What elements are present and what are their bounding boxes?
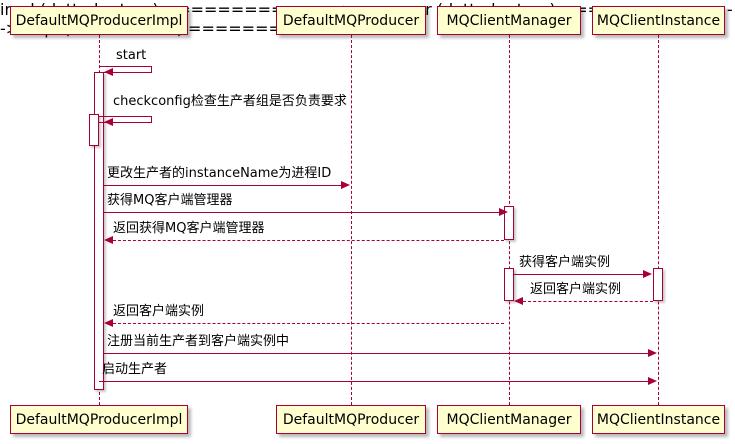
message-7-label: 返回客户端实例 <box>113 304 205 319</box>
participant-label: DefaultMQProducer <box>282 411 420 428</box>
message-3-label: 获得MQ客户端管理器 <box>107 193 233 208</box>
message-6-line <box>523 301 653 302</box>
message-2-arrowhead <box>341 180 350 189</box>
message-8-label: 注册当前生产者到客户端实例中 <box>107 334 290 349</box>
message-2-label: 更改生产者的instanceName为进程ID <box>107 166 332 181</box>
message-3-line <box>104 212 500 213</box>
activation-bar-instance-1 <box>653 268 663 301</box>
message-5-line <box>514 274 644 275</box>
message-5-arrowhead <box>643 269 652 278</box>
participant-box-bottom-impl[interactable]: DefaultMQProducerImpl <box>10 405 188 434</box>
message-1-arrowhead <box>104 117 113 126</box>
participant-box-top-instance[interactable]: MQClientInstance <box>592 6 725 35</box>
message-0-label: start <box>116 48 147 63</box>
participant-label: MQClientInstance <box>596 411 721 428</box>
message-0-self-loop <box>99 66 152 74</box>
lifeline-producer <box>351 35 352 405</box>
participant-label: DefaultMQProducerImpl <box>15 12 183 29</box>
message-7-line <box>113 323 504 324</box>
participant-label: MQClientInstance <box>596 12 721 29</box>
participant-box-top-manager[interactable]: MQClientManager <box>437 6 581 35</box>
message-9-arrowhead <box>648 376 657 385</box>
message-4-arrowhead <box>104 235 113 244</box>
message-9-line <box>99 381 649 382</box>
message-9-label: 启动生产者 <box>102 362 168 377</box>
participant-box-bottom-producer[interactable]: DefaultMQProducer <box>276 405 426 434</box>
message-1-self-loop <box>99 116 152 124</box>
participant-label: DefaultMQProducer <box>282 12 420 29</box>
message-5-label: 获得客户端实例 <box>519 255 611 270</box>
message-4-line <box>113 240 504 241</box>
message-8-line <box>104 353 649 354</box>
message-7-arrowhead <box>104 318 113 327</box>
activation-bar-impl-nested <box>89 114 99 146</box>
message-0-arrowhead <box>104 67 113 76</box>
message-2-line <box>104 185 342 186</box>
participant-box-bottom-instance[interactable]: MQClientInstance <box>592 405 725 434</box>
participant-box-top-producer[interactable]: DefaultMQProducer <box>276 6 426 35</box>
participant-label: DefaultMQProducerImpl <box>15 411 183 428</box>
activation-bar-manager-1 <box>504 206 514 240</box>
message-1-label: checkconfig检查生产者组是否负责要求 <box>113 94 347 109</box>
participant-box-top-impl[interactable]: DefaultMQProducerImpl <box>10 6 188 35</box>
participant-box-bottom-manager[interactable]: MQClientManager <box>437 405 581 434</box>
activation-bar-manager-2 <box>504 268 514 301</box>
message-6-label: 返回客户端实例 <box>530 282 622 297</box>
message-4-label: 返回获得MQ客户端管理器 <box>113 221 265 236</box>
message-6-arrowhead <box>514 296 523 305</box>
message-3-arrowhead <box>499 207 508 216</box>
message-8-arrowhead <box>648 348 657 357</box>
lifeline-instance <box>658 35 659 405</box>
participant-label: MQClientManager <box>446 411 572 428</box>
participant-label: MQClientManager <box>446 12 572 29</box>
